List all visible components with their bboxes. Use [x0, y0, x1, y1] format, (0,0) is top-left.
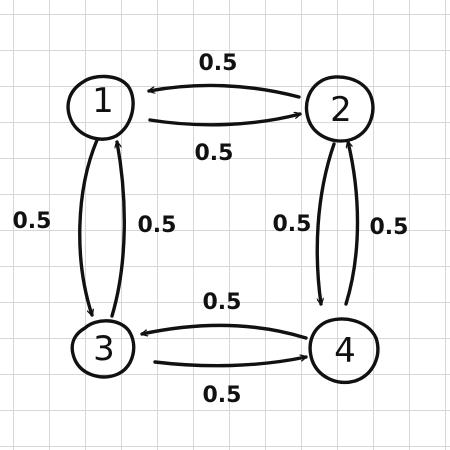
edge-1-to-3-arrow	[78, 138, 99, 317]
node-4: 4	[308, 317, 380, 384]
edge-3-to-1-arrow	[110, 140, 126, 318]
edge-2-to-4-label: 0.5	[273, 212, 312, 237]
edge-3-to-4: 0.5	[153, 357, 308, 408]
edge-1-to-3: 0.5	[13, 138, 99, 317]
node-4-label: 4	[334, 331, 356, 371]
node-3-circle	[70, 319, 136, 379]
node-3-label: 3	[93, 329, 115, 369]
edge-2-to-4: 0.5	[273, 142, 336, 306]
edge-4-to-2-label: 0.5	[370, 215, 409, 240]
edge-1-to-2-arrow	[148, 114, 302, 127]
edge-3-to-4-arrow	[153, 357, 308, 368]
node-1-label: 1	[92, 81, 114, 121]
edge-3-to-1-label: 0.5	[138, 213, 177, 238]
node-3: 3	[70, 319, 136, 379]
node-1: 1	[66, 74, 135, 141]
edge-1-to-2: 0.5	[148, 114, 302, 166]
edge-2-to-4-arrow	[315, 142, 336, 306]
edge-4-to-3-label: 0.5	[203, 290, 242, 315]
edge-3-to-1: 0.5	[110, 140, 177, 318]
node-2-label: 2	[330, 90, 352, 130]
edge-2-to-1: 0.5	[147, 51, 301, 99]
edge-3-to-4-label: 0.5	[203, 383, 242, 408]
node-4-circle	[308, 317, 380, 384]
edge-2-to-1-label: 0.5	[199, 51, 238, 76]
edge-4-to-3-arrow	[140, 323, 308, 340]
edge-2-to-1-arrow	[147, 83, 301, 99]
node-2: 2	[304, 75, 375, 143]
node-1-circle	[66, 74, 135, 141]
edge-1-to-3-label: 0.5	[13, 209, 52, 234]
node-2-circle	[304, 75, 375, 143]
edge-4-to-2: 0.5	[344, 140, 409, 306]
edge-4-to-3: 0.5	[140, 290, 308, 340]
edge-1-to-2-label: 0.5	[195, 141, 234, 166]
edge-4-to-2-arrow	[344, 140, 360, 306]
